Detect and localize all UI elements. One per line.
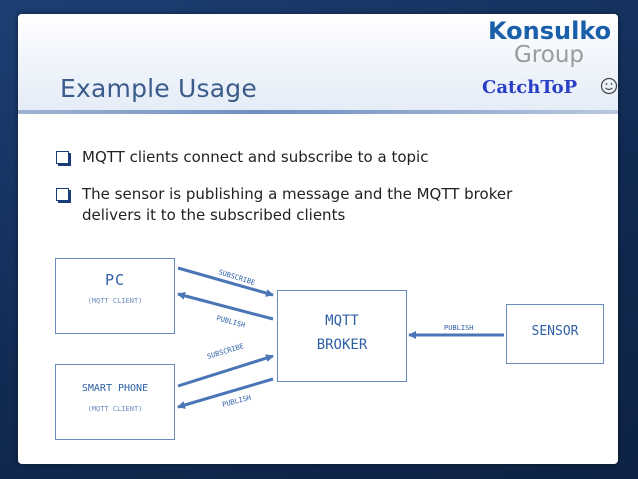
sensor-label: SENSOR — [531, 324, 579, 339]
bullet-text: MQTT clients connect and subscribe to a … — [82, 148, 429, 166]
title-divider — [18, 110, 618, 114]
diagram-arrows: SUBSCRIBE PUBLISH SUBSCRIBE PUBLISH PUBL… — [177, 266, 504, 409]
checkbox-bullet-icon — [56, 151, 69, 164]
phone-publish-label: PUBLISH — [221, 394, 252, 409]
smartphone-client-box: SMART PHONE (MQTT CLIENT) — [55, 364, 175, 440]
konsulko-logo-line2: Group — [513, 42, 585, 68]
catchtop-logo: CatchToP — [482, 77, 578, 98]
smartphone-sublabel: (MQTT CLIENT) — [87, 405, 143, 413]
pc-client-box: PC (MQTT CLIENT) — [55, 258, 175, 334]
sensor-box: SENSOR — [506, 304, 604, 364]
pc-sublabel: (MQTT CLIENT) — [87, 297, 143, 305]
slide-title: Example Usage — [60, 74, 257, 103]
konsulko-logo-line1: Konsulko — [488, 17, 612, 45]
smartphone-label: SMART PHONE — [81, 383, 149, 394]
mqtt-broker-box: MQTT BROKER — [277, 290, 407, 382]
phone-subscribe-label: SUBSCRIBE — [206, 342, 245, 361]
sensor-publish-label: PUBLISH — [444, 324, 474, 332]
checkbox-bullet-icon — [56, 188, 69, 201]
broker-label-line1: MQTT — [325, 313, 359, 329]
phone-subscribe-arrow — [177, 354, 274, 388]
pc-publish-arrow — [177, 291, 274, 321]
title-band — [18, 14, 618, 112]
broker-label-line2: BROKER — [316, 337, 368, 353]
smiley-icon — [600, 77, 618, 95]
phone-publish-arrow — [177, 377, 274, 409]
pc-label: PC — [104, 271, 126, 289]
pc-publish-label: PUBLISH — [215, 314, 246, 329]
slide-panel: Example Usage Konsulko Group CatchToP MQ… — [18, 14, 618, 464]
pc-subscribe-arrow — [177, 266, 274, 297]
bullet-text: The sensor is publishing a message and t… — [82, 185, 513, 224]
